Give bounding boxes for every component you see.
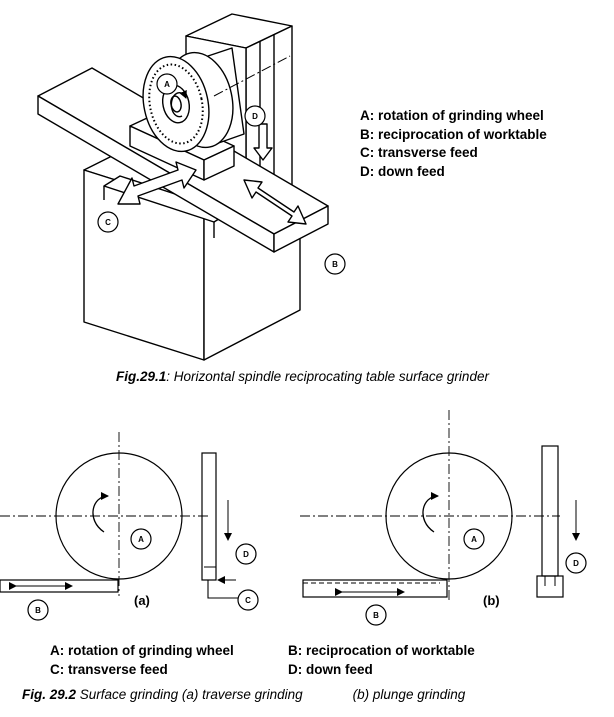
figure2-caption-label: Fig. 29.2: [22, 687, 77, 702]
callout-d-fig2b: D: [565, 552, 587, 574]
callout-b-fig1: B: [324, 253, 346, 275]
figure1-legend: A: rotation of grinding wheel B: recipro…: [360, 107, 547, 181]
workpiece-foot-b: [536, 575, 564, 598]
callout-a-fig2b: A: [463, 528, 485, 550]
grinding-wheel: [142, 51, 234, 153]
panel-a-label: (a): [134, 593, 150, 608]
panel-b-label: (b): [483, 593, 500, 608]
svg-text:B: B: [332, 260, 338, 269]
svg-text:A: A: [138, 535, 144, 544]
legend-item-a: A: rotation of grinding wheel: [360, 108, 544, 123]
callout-c-fig1: C: [97, 211, 119, 233]
figure1-caption: Fig.29.1: Horizontal spindle reciprocati…: [116, 369, 489, 384]
worktable-a: [0, 579, 119, 593]
figure2-legend: A: rotation of grinding wheel B: recipro…: [50, 641, 475, 679]
figure1-caption-text: : Horizontal spindle reciprocating table…: [166, 369, 489, 384]
svg-text:D: D: [243, 550, 249, 559]
svg-text:C: C: [105, 218, 111, 227]
workpiece-foot-a: [207, 580, 240, 599]
svg-text:A: A: [471, 535, 477, 544]
callout-b-fig2b: B: [365, 604, 387, 626]
down-feed-arrow: [253, 123, 273, 161]
figure2-caption: Fig. 29.2 Surface grinding (a) traverse …: [22, 687, 465, 702]
rotation-arrow-b: [422, 492, 439, 533]
legend2-item-b: B: reciprocation of worktable: [288, 643, 475, 658]
legend2-item-d: D: down feed: [288, 662, 373, 677]
svg-text:B: B: [373, 611, 379, 620]
workpiece-side-b: [541, 445, 559, 577]
spindle-axis: [213, 55, 291, 97]
callout-a-fig2a: A: [130, 528, 152, 550]
callout-b-fig2a: B: [27, 599, 49, 621]
reciprocation-arrow: [243, 179, 307, 225]
transverse-feed-arrow: [117, 161, 197, 205]
callout-d-fig2a: D: [235, 543, 257, 565]
svg-text:D: D: [573, 559, 579, 568]
svg-text:C: C: [245, 596, 251, 605]
svg-text:B: B: [35, 606, 41, 615]
callout-d-fig1: D: [244, 105, 266, 127]
figure2-caption-text-a: Surface grinding (a) traverse grinding: [76, 687, 303, 702]
worktable-b: [302, 579, 448, 598]
panel-b: [300, 410, 580, 600]
figure2-caption-text-b: (b) plunge grinding: [352, 687, 466, 702]
panel-a: [0, 432, 240, 599]
callout-a-fig1: A: [156, 73, 178, 95]
workpiece-side-a: [201, 452, 217, 581]
grinder-illustration: [37, 13, 329, 361]
callout-c-fig2a: C: [237, 589, 259, 611]
figure1-caption-label: Fig.29.1: [116, 369, 167, 384]
legend-item-d: D: down feed: [360, 163, 445, 179]
svg-text:A: A: [164, 80, 170, 89]
legend2-item-c: C: transverse feed: [50, 662, 168, 677]
legend2-item-a: A: rotation of grinding wheel: [50, 643, 234, 658]
svg-text:D: D: [252, 112, 258, 121]
legend-item-c: C: transverse feed: [360, 145, 478, 160]
legend-item-b: B: reciprocation of worktable: [360, 126, 547, 142]
rotation-arrow-a: [92, 492, 109, 533]
